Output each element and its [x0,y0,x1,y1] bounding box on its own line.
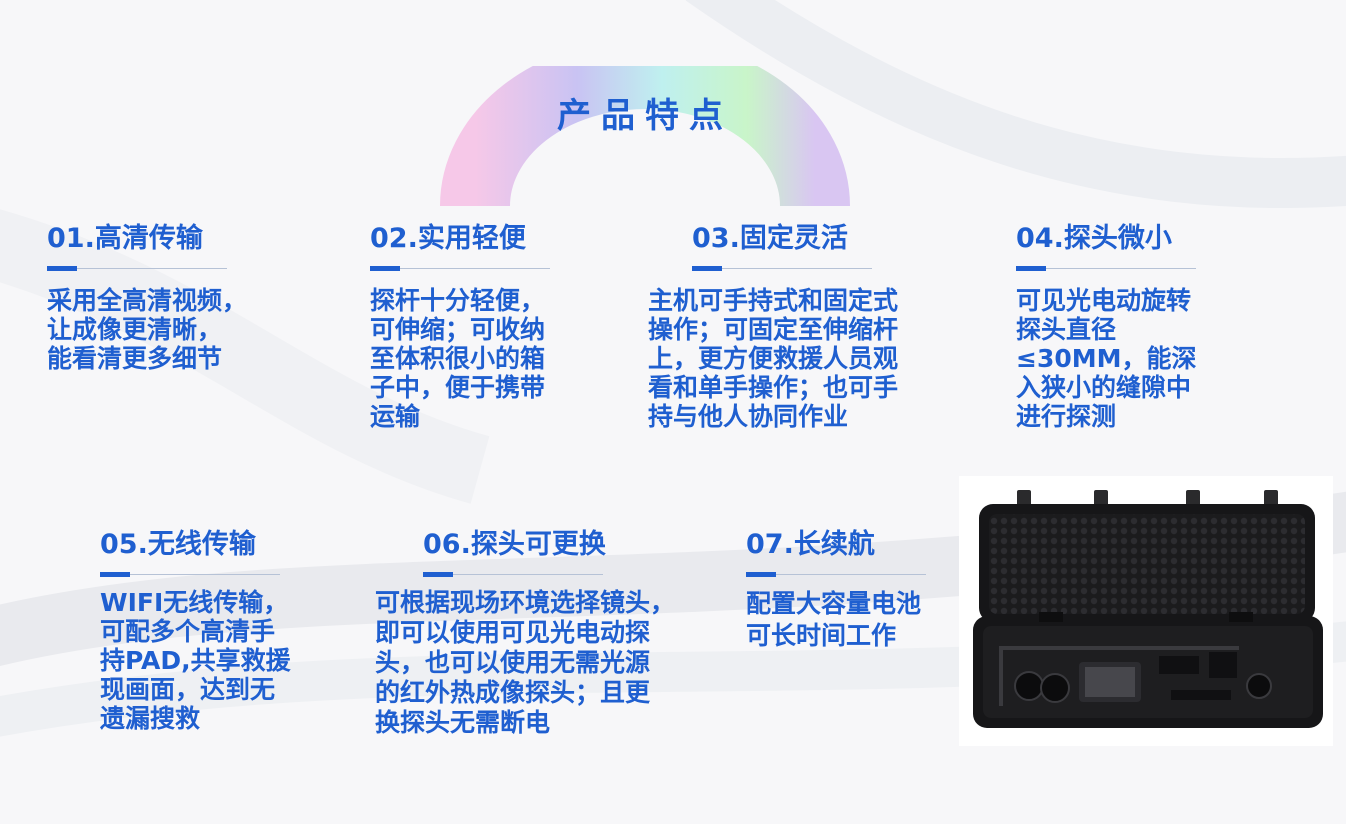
feature-title: 05.无线传输 [100,529,256,560]
feature-swappable-probe: 06.探头可更换 可根据现场环境选择镜头， 即可以使用可见光电动探 头，也可以使… [375,528,675,738]
feature-title: 06.探头可更换 [423,529,606,560]
feature-description: 可见光电动旋转 探头直径 ≤30MM，能深 入狭小的缝隙中 进行探测 [1016,286,1197,431]
feature-description: 配置大容量电池 可长时间工作 [746,589,922,650]
carrying-case-illustration [973,490,1323,728]
feature-title: 01.高清传输 [47,223,203,254]
page-title: 产品特点 [557,96,733,136]
feature-title: 07.长续航 [746,529,875,560]
feature-long-battery: 07.长续航 配置大容量电池 可长时间工作 [746,528,926,652]
feature-flexible-mounting: 03.固定灵活 主机可手持式和固定式 操作；可固定至伸缩杆 上，更方便救援人员观… [648,222,898,431]
product-case-photo [959,476,1333,746]
feature-title: 02.实用轻便 [370,223,526,254]
rainbow-arch [440,66,850,206]
feature-description: 主机可手持式和固定式 操作；可固定至伸缩杆 上，更方便救援人员观 看和单手操作；… [648,286,899,431]
feature-small-probe: 04.探头微小 可见光电动旋转 探头直径 ≤30MM，能深 入狭小的缝隙中 进行… [1016,222,1197,431]
feature-wireless: 05.无线传输 WIFI无线传输， 可配多个高清手 持PAD,共享救援 现画面，… [100,528,291,733]
feature-description: 可根据现场环境选择镜头， 即可以使用可见光电动探 头，也可以使用无需光源 的红外… [375,588,676,737]
feature-lightweight: 02.实用轻便 探杆十分轻便， 可伸缩；可收纳 至体积很小的箱 子中，便于携带 … [370,222,550,431]
feature-description: WIFI无线传输， 可配多个高清手 持PAD,共享救援 现画面，达到无 遗漏搜救 [100,588,291,733]
title-underline [423,572,603,578]
feature-description: 采用全高清视频， 让成像更清晰， 能看清更多细节 [47,286,248,373]
feature-title: 04.探头微小 [1016,223,1172,254]
title-underline [47,266,227,272]
feature-title: 03.固定灵活 [692,223,848,254]
feature-hd-transmission: 01.高清传输 采用全高清视频， 让成像更清晰， 能看清更多细节 [47,222,247,373]
title-underline [100,572,280,578]
title-underline [692,266,872,272]
title-underline [370,266,550,272]
title-underline [746,572,926,578]
title-underline [1016,266,1196,272]
feature-description: 探杆十分轻便， 可伸缩；可收纳 至体积很小的箱 子中，便于携带 运输 [370,286,546,431]
